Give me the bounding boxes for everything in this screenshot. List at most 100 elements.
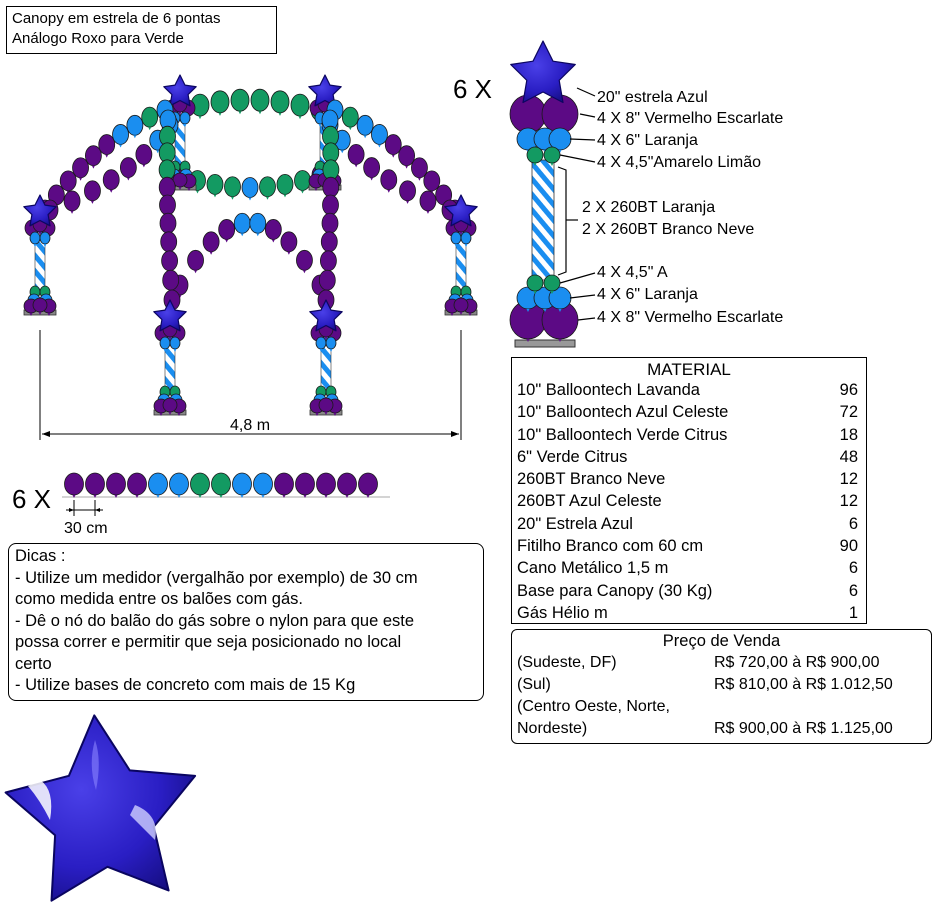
- title-line-1: Canopy em estrela de 6 pontas: [12, 10, 221, 27]
- balloon: [294, 170, 311, 194]
- detail-balloon-6in: [548, 127, 572, 153]
- balloon: [270, 90, 290, 116]
- garland-right-outer: [326, 99, 464, 223]
- big-star-highlight: [130, 805, 156, 840]
- title-line-2: Análogo Roxo para Verde: [12, 30, 184, 47]
- material-name: 10" Balloontech Verde Citrus: [517, 425, 728, 444]
- material-qty: 96: [839, 381, 858, 399]
- brace-pole: [557, 166, 567, 276]
- material-row: 10" Balloontech Lavanda 96: [512, 379, 866, 401]
- large-star-balloon-icon: [4, 714, 197, 902]
- balloon: [84, 180, 101, 204]
- price-row: (Centro Oeste, Norte,: [512, 696, 931, 718]
- garland-balloon: [85, 472, 105, 498]
- material-heading: MATERIAL: [647, 360, 731, 379]
- leader-star: [576, 87, 596, 97]
- balloon: [112, 124, 129, 148]
- garland-spacing-label: 30 cm: [64, 520, 108, 537]
- canopy-structure: [23, 74, 478, 440]
- balloon: [218, 219, 236, 243]
- price-region: (Sudeste, DF): [517, 654, 617, 671]
- garland-front-left: [158, 109, 181, 313]
- detail-balloon-45in: [526, 146, 544, 166]
- garland-right-inner: [321, 114, 459, 223]
- material-name: 20" Estrela Azul: [517, 514, 633, 533]
- material-qty: 12: [839, 492, 858, 511]
- balloon: [453, 297, 469, 315]
- balloon: [72, 157, 89, 181]
- price-table: Preço de Venda (Sudeste, DF)R$ 720,00 à …: [511, 629, 932, 744]
- balloon: [84, 145, 102, 169]
- material-qty: 6: [848, 514, 858, 533]
- column-label-bottom-8in: 4 X 8" Vermelho Escarlate: [597, 309, 784, 326]
- garland-balloon: [295, 472, 315, 498]
- balloon: [318, 397, 334, 415]
- canopy-column-front-left: [153, 299, 187, 416]
- leader-bottom-8in: [577, 317, 596, 321]
- column-detail: [509, 40, 596, 348]
- dimension-arrow-left: [42, 431, 50, 437]
- balloon: [276, 173, 294, 198]
- material-name: 260BT Azul Celeste: [517, 492, 662, 511]
- big-star-body: [4, 714, 197, 902]
- canopy-column-left: [23, 194, 57, 316]
- balloon: [347, 143, 365, 168]
- material-name: Gás Hélio m: [517, 603, 608, 622]
- dimension-arrow-right: [451, 431, 459, 437]
- column-label-star: 20" estrela Azul: [597, 89, 708, 106]
- garland-balloon: [232, 472, 252, 498]
- tips-line: - Utilize bases de concreto com mais de …: [15, 676, 356, 694]
- balloon: [32, 297, 48, 315]
- material-name: Base para Canopy (30 Kg): [517, 581, 713, 600]
- canopy-column-front-right: [309, 299, 343, 416]
- balloon: [280, 231, 298, 255]
- leader-top-8in: [579, 113, 596, 118]
- column-star-icon: [153, 299, 187, 332]
- balloon: [119, 157, 137, 181]
- leader-top-6in: [569, 138, 596, 141]
- leader-top-45in: [559, 154, 596, 163]
- detail-pole: [531, 159, 555, 281]
- balloon: [39, 231, 51, 247]
- balloon: [169, 336, 181, 352]
- material-row: Base para Canopy (30 Kg)6: [512, 580, 866, 602]
- balloon: [206, 173, 224, 198]
- price-row: (Sudeste, DF)R$ 720,00 à R$ 900,00: [512, 652, 931, 674]
- tips-line: certo: [15, 654, 52, 673]
- balloon: [356, 114, 374, 139]
- column-label-260-orange: 2 X 260BT Laranja: [582, 199, 716, 216]
- balloon: [384, 134, 402, 158]
- balloon: [264, 219, 282, 243]
- balloon: [325, 336, 337, 352]
- balloon: [102, 169, 120, 193]
- garland-balloon: [337, 472, 357, 498]
- balloon: [419, 190, 437, 214]
- tips-line: - Utilize um medidor (vergalhão por exem…: [15, 568, 418, 587]
- material-qty: 1: [848, 603, 858, 622]
- balloon: [190, 93, 210, 120]
- leader-bottom-6in: [569, 294, 596, 299]
- balloon: [230, 88, 250, 115]
- balloon: [135, 143, 153, 168]
- garland-front-right: [317, 109, 340, 313]
- column-multiplier: 6 X: [453, 74, 493, 104]
- material-name: 10" Balloontech Azul Celeste: [517, 403, 729, 422]
- garland-balloon: [148, 472, 168, 498]
- material-name: 10" Balloontech Lavanda: [517, 381, 700, 399]
- column-star-icon: [23, 194, 57, 227]
- price-region: Nordeste): [517, 720, 588, 737]
- balloon: [141, 106, 159, 131]
- balloon: [296, 249, 313, 274]
- material-name: 260BT Branco Neve: [517, 470, 666, 489]
- balloon: [233, 212, 251, 237]
- balloon: [398, 145, 416, 169]
- balloon: [98, 134, 116, 158]
- tips-box: Dicas : - Utilize um medidor (vergalhão …: [8, 543, 484, 701]
- garland-balloon: [127, 472, 147, 498]
- balloon: [162, 397, 178, 415]
- balloon: [371, 124, 388, 148]
